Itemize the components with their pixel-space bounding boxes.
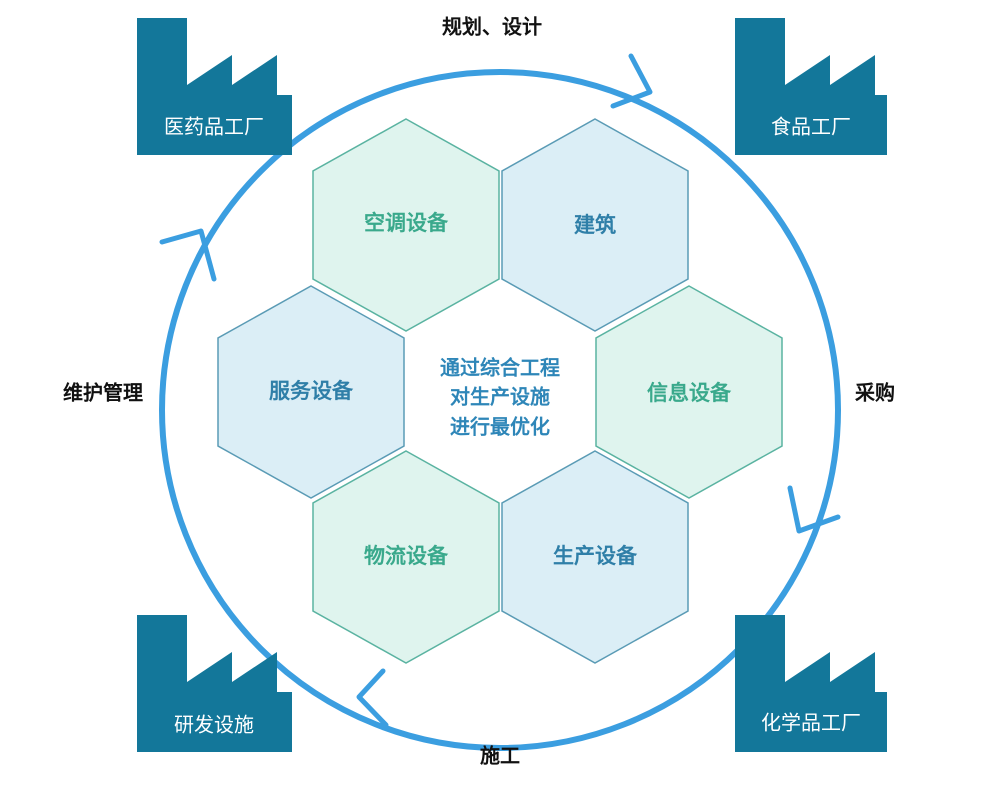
hex-logistics: 物流设备: [312, 450, 500, 664]
factory-icon: [137, 615, 292, 752]
factory-research-label: 研发设施: [174, 713, 254, 737]
hex-information: 信息设备: [595, 285, 783, 499]
hex-building-label: 建筑: [574, 213, 616, 237]
hex-service: 服务设备: [217, 285, 405, 499]
factory-pharma-label: 医药品工厂: [164, 115, 264, 139]
hex-production-label: 生产设备: [553, 544, 638, 568]
center-line-2: 对生产设施: [450, 385, 550, 409]
hex-air-conditioning: 空调设备: [312, 118, 500, 332]
hex-production: 生产设备: [501, 450, 689, 664]
stage-construction-label: 施工: [480, 744, 520, 768]
hex-building: 建筑: [501, 118, 689, 332]
arrow-procurement-icon: [787, 485, 841, 534]
factory-icon: [735, 615, 887, 752]
center-statement: 通过综合工程 对生产设施 进行最优化: [440, 356, 560, 439]
arrow-planning-icon: [610, 53, 653, 109]
factory-chemical-label: 化学品工厂: [761, 711, 861, 735]
hex-air-conditioning-label: 空调设备: [364, 211, 449, 235]
stage-maintenance-label: 维护管理: [63, 381, 143, 405]
arrow-construction-icon: [356, 668, 389, 728]
factory-chemical: 化学品工厂: [735, 615, 887, 752]
hex-service-label: 服务设备: [269, 379, 354, 403]
factory-icon: [735, 18, 887, 155]
center-line-3: 进行最优化: [450, 415, 550, 439]
factory-food: 食品工厂: [735, 18, 887, 155]
factory-pharma: 医药品工厂: [137, 18, 292, 155]
stage-planning-label: 规划、设计: [442, 15, 542, 39]
cycle-ring: [159, 69, 841, 751]
factory-research: 研发设施: [137, 615, 292, 752]
factory-food-label: 食品工厂: [771, 115, 851, 139]
hex-logistics-label: 物流设备: [364, 544, 449, 568]
center-line-1: 通过综合工程: [440, 356, 560, 380]
arrow-maintenance-icon: [159, 228, 217, 282]
factory-icon: [137, 18, 292, 155]
hex-information-label: 信息设备: [647, 381, 732, 405]
stage-procurement-label: 采购: [855, 381, 895, 405]
cycle-arrows: [159, 53, 841, 728]
